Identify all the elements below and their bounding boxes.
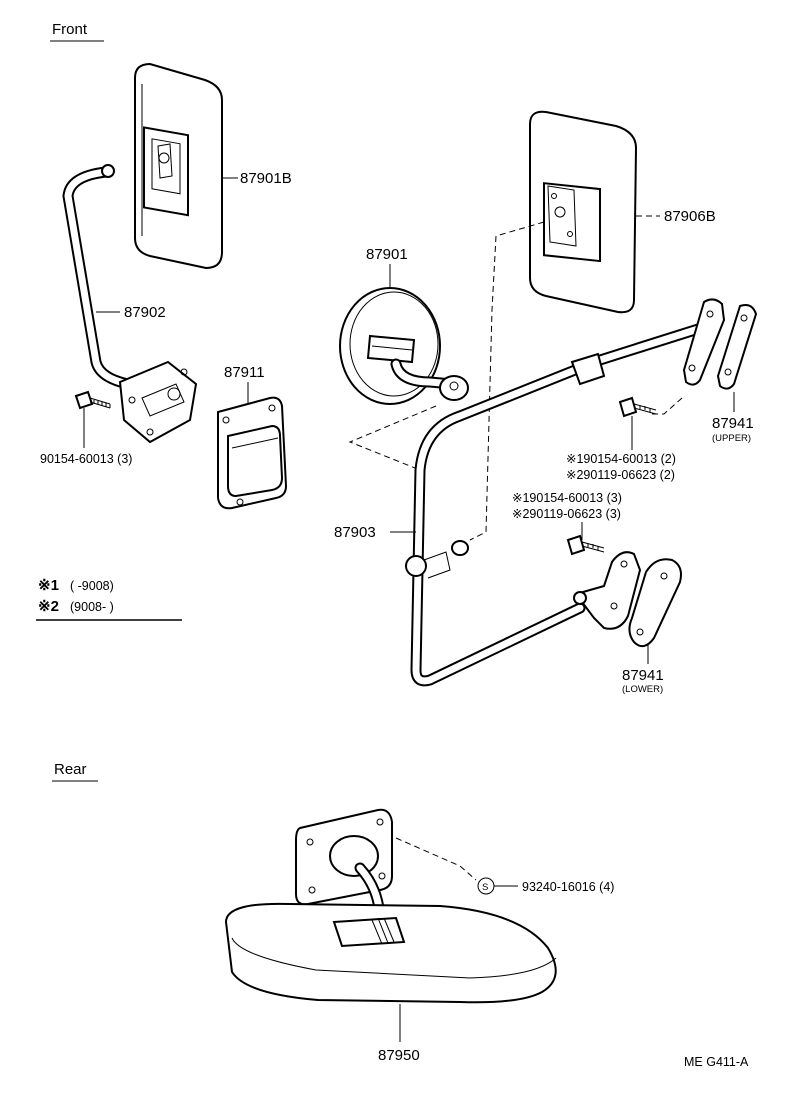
legend-range-1: ( -9008) [70,579,114,593]
label-87902: 87902 [124,304,166,321]
label-93240: 93240-16016 (4) [522,880,614,894]
legend-mark-2: ※2 [38,598,59,615]
label-bolt-lower-2: ※290119-06623 (3) [512,507,621,521]
bolt-left-icon [74,390,111,410]
front-section-header: Front [50,21,104,42]
screw-symbol-icon: S [477,877,495,895]
label-87903: 87903 [334,524,376,541]
label-87901: 87901 [366,246,408,263]
label-87911: 87911 [224,364,265,381]
right-stay [405,318,720,687]
align-dash-1 [469,221,545,541]
bolt-upper-icon [618,396,657,418]
label-87906B: 87906B [664,208,716,225]
label-87901B: 87901B [240,170,292,187]
screw-symbol-letter: S [482,882,488,893]
left-stay [62,164,198,444]
left-mirror-head [134,62,223,270]
date-legend: ※1 ( -9008) ※2 (9008- ) [36,577,182,621]
align-dash-2 [348,405,437,471]
rear-section-header: Rear [52,761,98,782]
label-bolt-lower-1: ※190154-60013 (3) [512,491,622,505]
label-87950: 87950 [378,1047,420,1064]
label-87941-lower: 87941 [622,667,664,684]
front-label: Front [52,21,88,38]
mirror-cover [217,396,288,510]
label-87941-upper-note: (UPPER) [712,433,751,444]
label-bolt-upper-2: ※290119-06623 (2) [566,468,675,482]
align-dash-rear [395,837,477,881]
right-mirror-head [529,110,638,314]
rear-label: Rear [54,761,87,778]
upper-bracket [682,298,758,390]
align-dash-3 [650,397,683,415]
label-87941-lower-note: (LOWER) [622,684,663,695]
inner-mirror [224,808,557,1004]
label-87941-upper: 87941 [712,415,754,432]
legend-mark-1: ※1 [38,577,59,594]
diagram-code: ME G411-A [684,1055,749,1069]
label-bolt-left: 90154-60013 (3) [40,452,132,466]
lower-bracket [573,551,682,648]
round-mirror [339,287,469,405]
bolt-lower-icon [566,534,605,556]
legend-range-2: (9008- ) [70,600,114,614]
label-bolt-upper-1: ※190154-60013 (2) [566,452,676,466]
